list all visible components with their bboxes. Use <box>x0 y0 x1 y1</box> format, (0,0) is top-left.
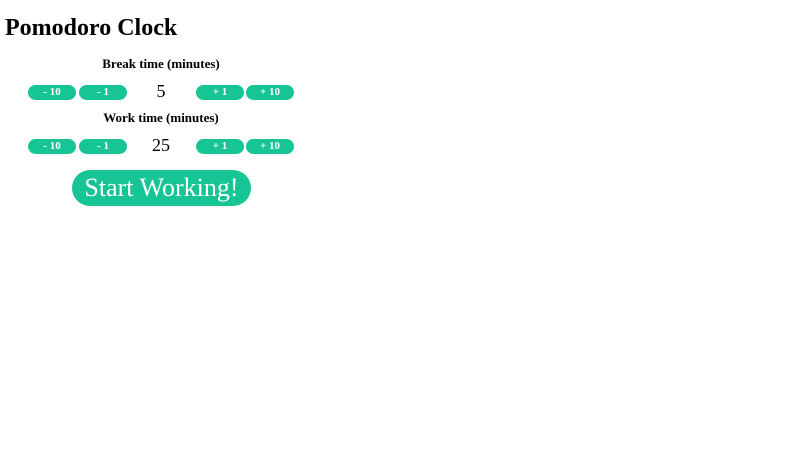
break-minus-10-button[interactable]: - 10 <box>28 85 76 100</box>
page-title: Pomodoro Clock <box>5 15 178 41</box>
break-plus-1-button[interactable]: + 1 <box>196 85 244 100</box>
work-plus-1-button[interactable]: + 1 <box>196 139 244 154</box>
break-time-label: Break time (minutes) <box>102 56 220 71</box>
work-minus-10-button[interactable]: - 10 <box>28 139 76 154</box>
break-minus-1-button[interactable]: - 1 <box>79 85 127 100</box>
start-working-button[interactable]: Start Working! <box>72 170 251 206</box>
break-plus-10-button[interactable]: + 10 <box>246 85 294 100</box>
work-time-value: 25 <box>152 135 170 155</box>
work-minus-1-button[interactable]: - 1 <box>79 139 127 154</box>
work-time-label: Work time (minutes) <box>103 110 219 125</box>
work-plus-10-button[interactable]: + 10 <box>246 139 294 154</box>
break-time-value: 5 <box>156 81 166 101</box>
